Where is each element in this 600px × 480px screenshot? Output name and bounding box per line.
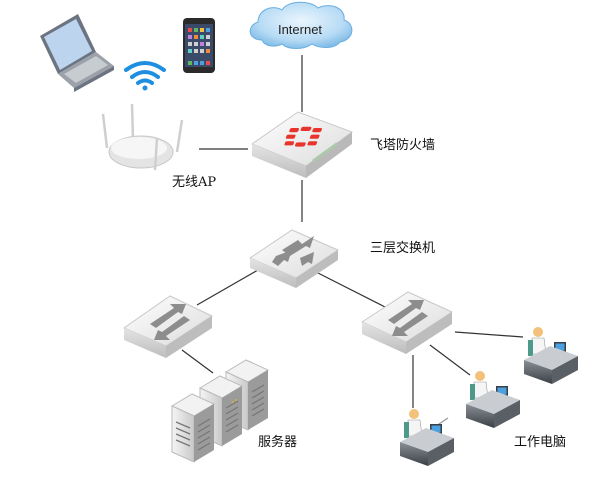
workstation-icon	[400, 409, 454, 466]
laptop-icon	[40, 14, 114, 92]
server-icon	[170, 393, 216, 463]
firewall-label: 飞塔防火墙	[370, 137, 435, 153]
link-core-right-switch	[315, 271, 386, 308]
core-switch-label: 三层交换机	[370, 240, 435, 256]
servers[interactable]	[170, 359, 270, 463]
access-switch-icon	[360, 291, 454, 354]
workstation-icon	[466, 371, 520, 428]
layer3-switch-icon	[248, 229, 340, 288]
core-switch[interactable]	[248, 229, 340, 288]
smartphone-icon	[183, 18, 215, 73]
link-core-left-switch	[196, 269, 259, 306]
wifi-icon	[124, 61, 166, 91]
access-switch-icon	[122, 295, 214, 358]
link-right-switch-pc3	[454, 331, 524, 338]
wireless-ap[interactable]	[101, 103, 184, 171]
fortinet-firewall[interactable]	[250, 111, 354, 178]
wireless-access-point-icon	[101, 103, 184, 171]
internet-label: Internet	[278, 22, 322, 37]
cloud-icon	[249, 1, 353, 49]
ap-label: 无线AP	[172, 175, 216, 190]
workstations[interactable]	[400, 327, 578, 466]
fortinet-firewall-icon	[250, 111, 354, 178]
servers-label: 服务器	[258, 434, 297, 450]
workstations-label: 工作电脑	[514, 435, 566, 450]
link-right-switch-pc2	[429, 344, 471, 376]
access-switch-left[interactable]	[122, 295, 214, 358]
access-switch-right[interactable]	[360, 291, 454, 354]
workstation-icon	[524, 327, 578, 384]
link-left-switch-servers	[181, 349, 214, 374]
internet-cloud[interactable]: Internet	[249, 1, 353, 49]
